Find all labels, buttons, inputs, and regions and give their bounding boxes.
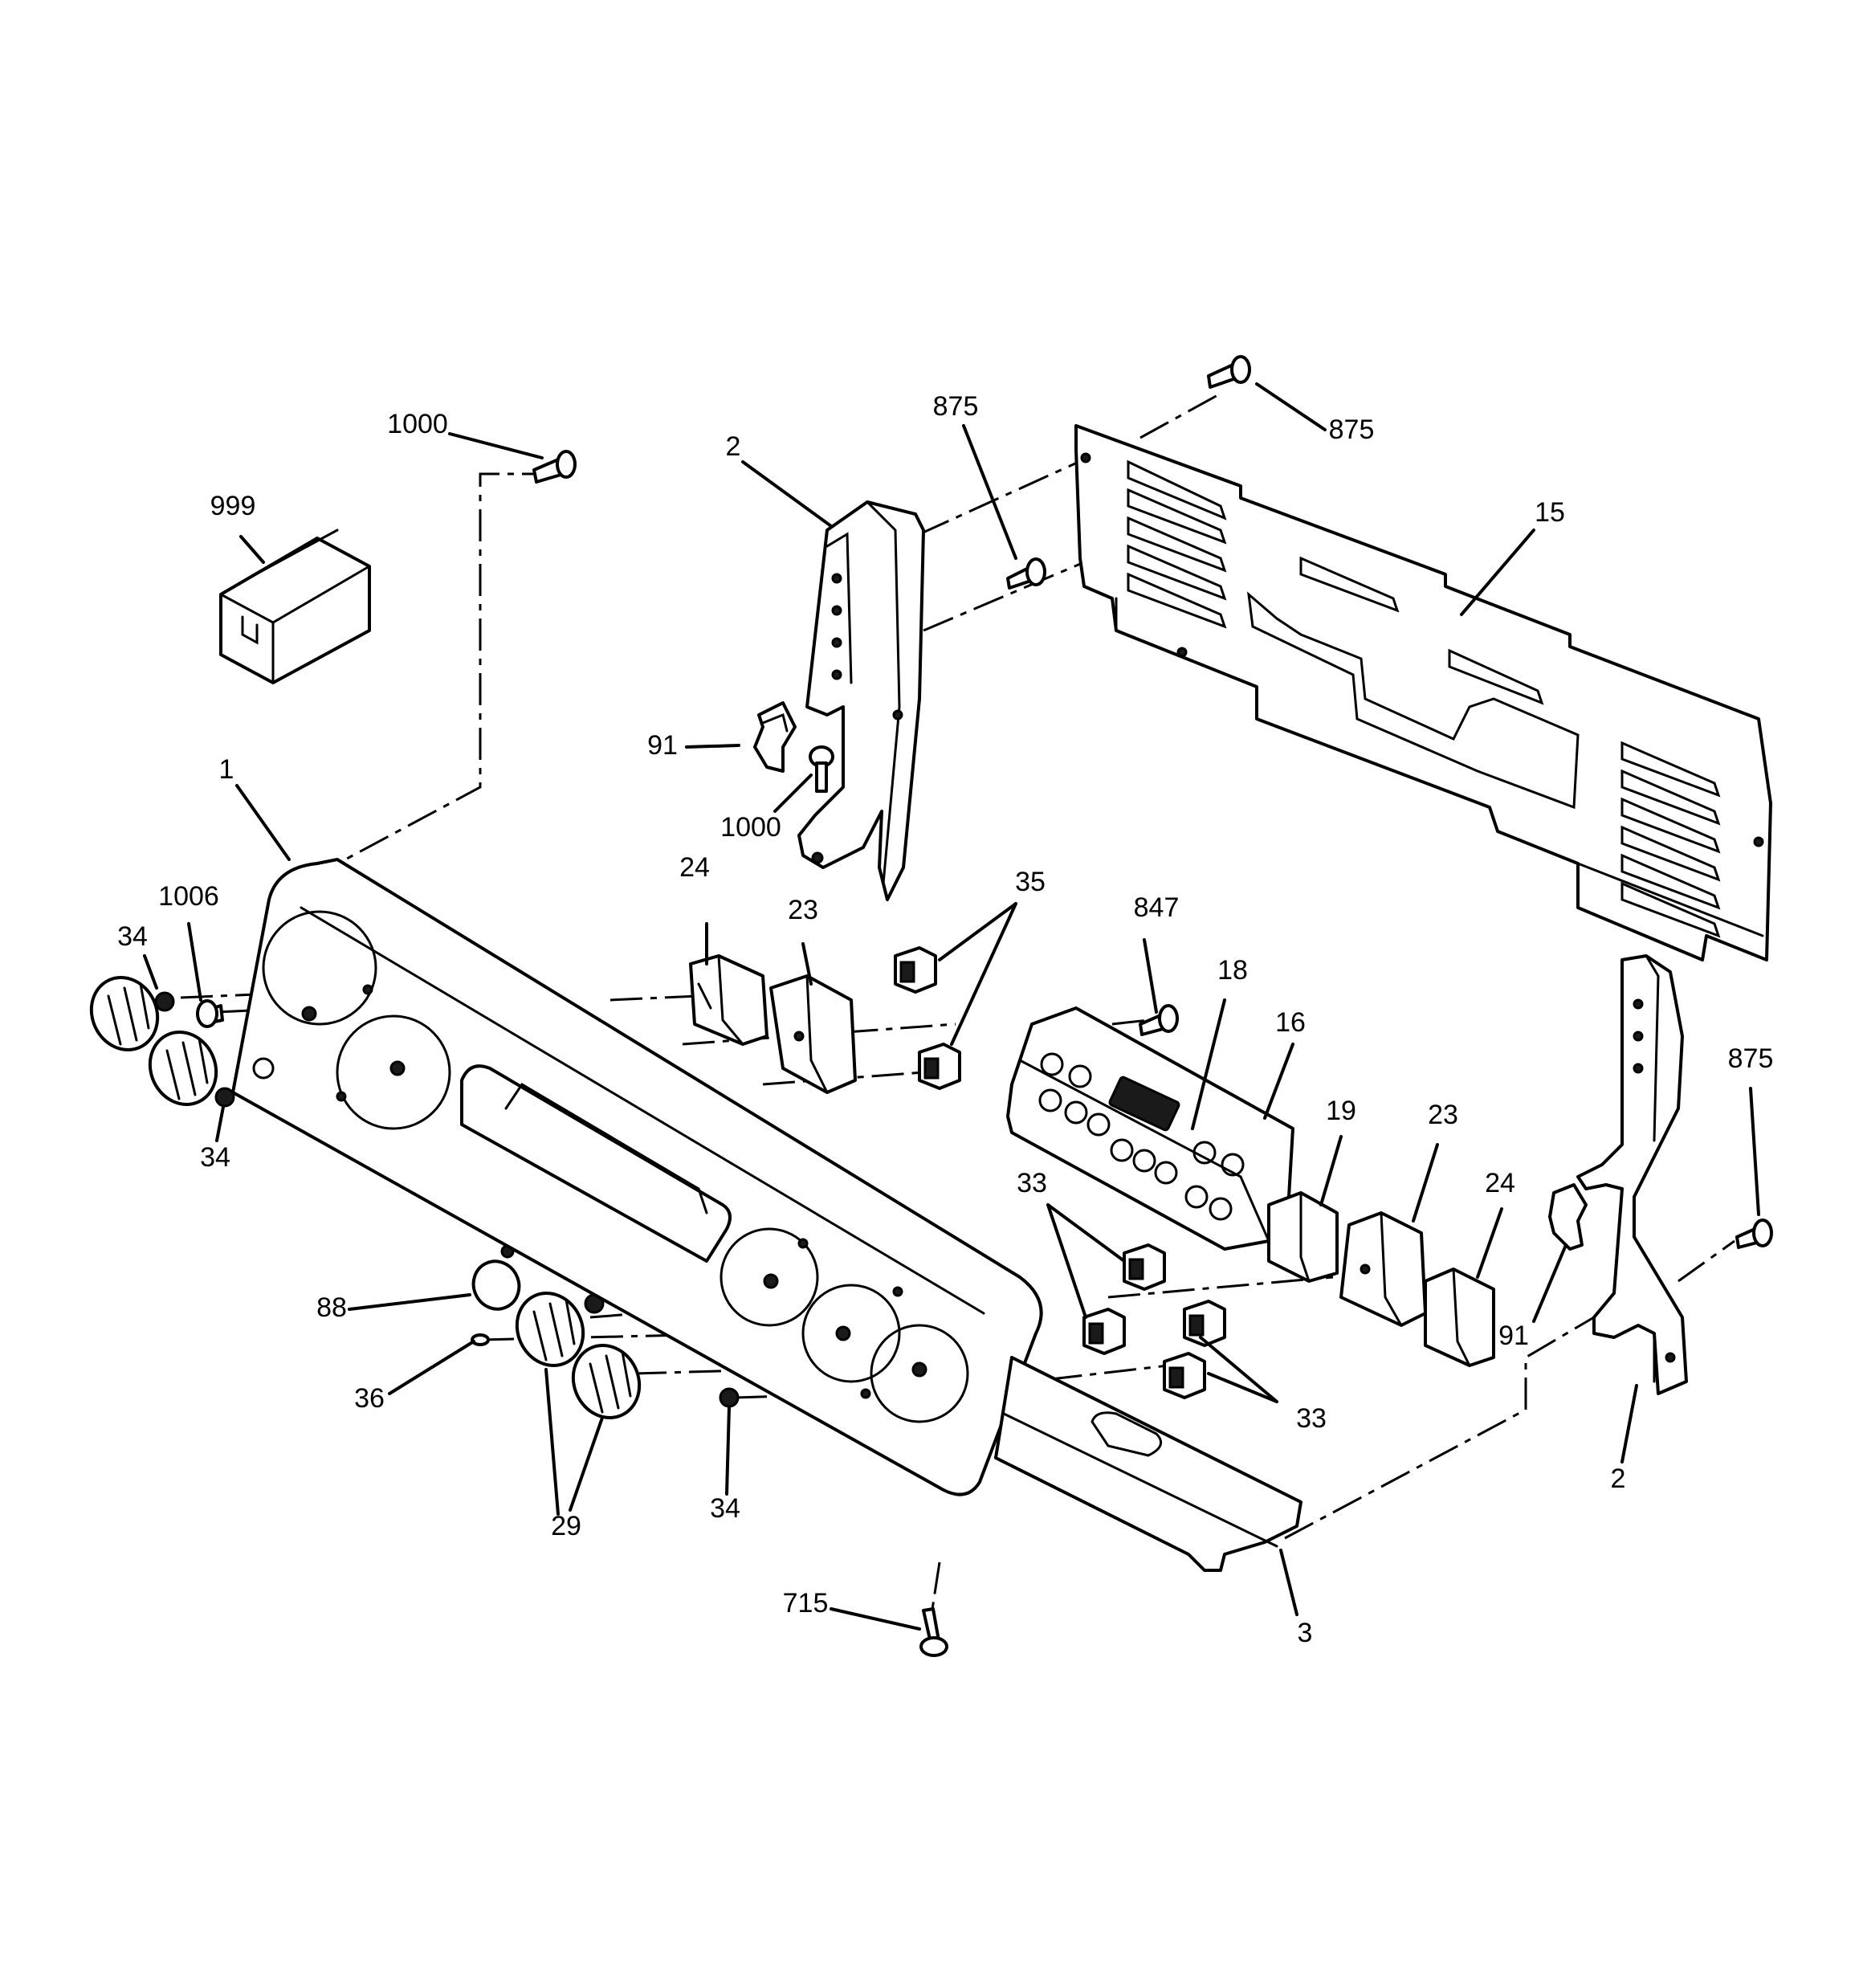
- callout-3: 3: [1298, 1618, 1313, 1648]
- callout-1000-top: 1000: [387, 409, 448, 439]
- callout-847: 847: [1134, 892, 1180, 923]
- callout-34-a: 34: [117, 921, 148, 952]
- bracket-part-2-right: [1576, 954, 1688, 1395]
- callout-875-bracket: 875: [933, 391, 979, 422]
- callout-19: 19: [1326, 1096, 1356, 1126]
- light-part-33-d: [1163, 1352, 1206, 1399]
- light-part-33-b: [1082, 1308, 1126, 1355]
- callout-1006: 1006: [158, 881, 219, 912]
- screw-36: [471, 1333, 490, 1346]
- control-panel-part-1: [231, 858, 1043, 1496]
- callout-24-left: 24: [679, 852, 710, 883]
- callout-15: 15: [1535, 497, 1565, 528]
- callout-999: 999: [210, 491, 256, 521]
- box-part-999: [219, 529, 371, 684]
- callout-34-b: 34: [200, 1142, 230, 1173]
- trim-part-3: [994, 1356, 1302, 1572]
- nut-34-d: [719, 1387, 740, 1408]
- callout-2-left: 2: [726, 431, 741, 462]
- callout-34-c: 34: [710, 1493, 740, 1524]
- callout-2-right: 2: [1611, 1463, 1626, 1494]
- light-part-35-a: [894, 946, 937, 994]
- leader-lines: [143, 382, 1760, 1631]
- callout-91-left: 91: [647, 730, 678, 761]
- knob-part-29-c: [515, 1292, 585, 1367]
- callout-875-right: 875: [1728, 1043, 1774, 1074]
- callout-35: 35: [1015, 867, 1046, 897]
- callout-33-right: 33: [1296, 1403, 1327, 1434]
- callout-36: 36: [354, 1383, 385, 1414]
- clip-part-91-left: [753, 701, 797, 773]
- nut-34-b: [214, 1087, 235, 1108]
- switch-part-23-right: [1339, 1211, 1427, 1327]
- screw-875-bracket: [1006, 557, 1046, 590]
- screw-875-top: [1207, 355, 1251, 389]
- callout-29: 29: [551, 1511, 581, 1541]
- knob-part-29-d: [571, 1344, 642, 1419]
- screw-875-right: [1735, 1219, 1773, 1249]
- knob-part-88: [471, 1259, 521, 1311]
- screw-1000-top: [532, 450, 577, 484]
- light-part-33-c: [1183, 1300, 1226, 1347]
- callout-16: 16: [1275, 1007, 1306, 1038]
- bracket-part-2-left: [797, 500, 925, 901]
- callout-18: 18: [1217, 955, 1248, 986]
- light-part-33-a: [1123, 1243, 1166, 1291]
- light-part-35-b: [918, 1043, 961, 1090]
- callout-91-right: 91: [1498, 1321, 1529, 1351]
- screw-715: [919, 1607, 948, 1657]
- callout-labels: 1000 999 1 2 91 1000 875 875 15 875 24 2…: [117, 391, 1773, 1648]
- knob-part-29-a: [89, 976, 160, 1051]
- callout-23-left: 23: [788, 895, 818, 925]
- control-board-part-16: [1006, 1006, 1294, 1251]
- switch-part-24-right: [1424, 1268, 1495, 1367]
- callout-715: 715: [783, 1588, 829, 1619]
- knob-part-29-b: [148, 1031, 218, 1106]
- nut-34-a: [154, 991, 175, 1012]
- screw-847: [1139, 1004, 1179, 1036]
- clip-part-91-right: [1548, 1183, 1588, 1251]
- callout-1000-bracket: 1000: [720, 812, 781, 843]
- callout-23-right: 23: [1428, 1100, 1458, 1130]
- callout-875-top: 875: [1329, 414, 1375, 445]
- callout-88: 88: [316, 1292, 347, 1323]
- screw-1006: [196, 999, 224, 1028]
- switch-part-19: [1267, 1191, 1339, 1283]
- switch-part-23-left: [769, 974, 857, 1094]
- callout-24-right: 24: [1485, 1168, 1515, 1198]
- rear-panel-part-15: [1074, 424, 1772, 961]
- callout-33-left: 33: [1017, 1168, 1047, 1198]
- switch-part-24-left: [689, 954, 768, 1046]
- screw-1000-bracket: [809, 745, 834, 793]
- callout-1: 1: [219, 754, 234, 785]
